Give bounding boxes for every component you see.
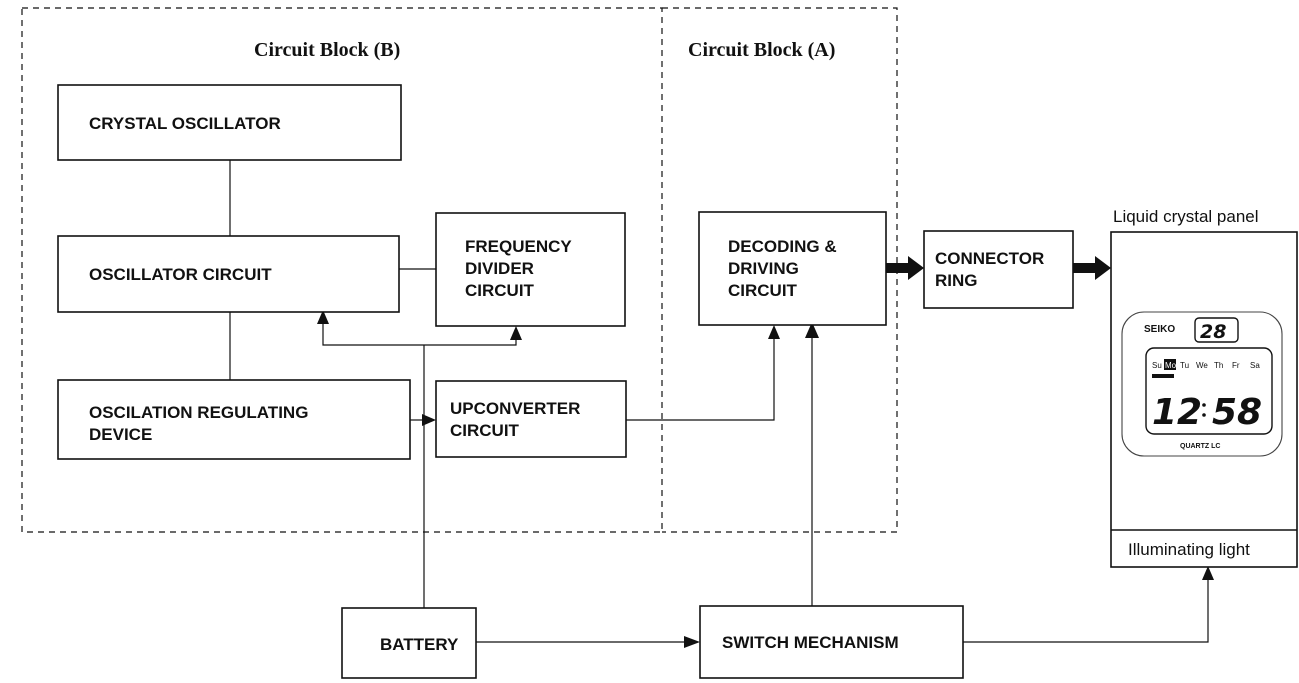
- watch-date: 28: [1200, 321, 1226, 343]
- circuit-block-a-title: Circuit Block (A): [688, 39, 835, 61]
- decoding-driving-label-1: DECODING &: [728, 237, 837, 256]
- watch-day-sa: Sa: [1250, 361, 1260, 370]
- watch-face: SEIKO 28 Su Mo Tu We Th Fr Sa 12 58 QUAR…: [1121, 311, 1283, 457]
- watch-day-we: We: [1196, 361, 1208, 370]
- lcd-panel-caption: Liquid crystal panel: [1113, 207, 1259, 226]
- watch-hours: 12: [1152, 392, 1202, 433]
- watch-day-fr: Fr: [1232, 361, 1240, 370]
- watch-day-mo: Mo: [1165, 361, 1177, 370]
- frequency-divider-box: FREQUENCY DIVIDER CIRCUIT: [435, 212, 626, 327]
- connector-ring-label-1: CONNECTOR: [935, 249, 1044, 268]
- regulating-device-box: OSCILATION REGULATING DEVICE: [57, 379, 411, 460]
- watch-days: Su Mo Tu We Th Fr Sa: [1152, 359, 1260, 370]
- battery-label: BATTERY: [380, 635, 459, 654]
- oscillator-circuit-label: OSCILLATOR CIRCUIT: [89, 265, 272, 284]
- arrowheads: [317, 256, 1214, 648]
- circuit-block-b-title: Circuit Block (B): [254, 39, 400, 61]
- watch-minutes: 58: [1212, 392, 1262, 433]
- decoding-driving-label-3: CIRCUIT: [728, 281, 798, 300]
- watch-brand: SEIKO: [1144, 324, 1175, 335]
- decoding-driving-box: DECODING & DRIVING CIRCUIT: [698, 211, 887, 326]
- oscillator-circuit-box: OSCILLATOR CIRCUIT: [57, 235, 400, 313]
- connector-ring-label-2: RING: [935, 271, 978, 290]
- watch-day-tu: Tu: [1180, 361, 1189, 370]
- upconverter-box: UPCONVERTER CIRCUIT: [435, 380, 627, 458]
- crystal-oscillator-box: CRYSTAL OSCILLATOR: [57, 84, 402, 161]
- switch-mechanism-box: SWITCH MECHANISM: [699, 605, 964, 679]
- switch-mechanism-label: SWITCH MECHANISM: [722, 633, 899, 652]
- upconverter-label-1: UPCONVERTER: [450, 399, 580, 418]
- regulating-device-label-1: OSCILATION REGULATING: [89, 403, 308, 422]
- decoding-driving-label-2: DRIVING: [728, 259, 799, 278]
- watch-day-th: Th: [1214, 361, 1223, 370]
- watch-day-su: Su: [1152, 361, 1162, 370]
- frequency-divider-label-2: DIVIDER: [465, 259, 534, 278]
- frequency-divider-label-1: FREQUENCY: [465, 237, 572, 256]
- crystal-oscillator-label: CRYSTAL OSCILLATOR: [89, 114, 281, 133]
- upconverter-label-2: CIRCUIT: [450, 421, 520, 440]
- battery-box: BATTERY: [341, 607, 477, 679]
- watch-model: QUARTZ LC: [1180, 443, 1220, 450]
- regulating-device-label-2: DEVICE: [89, 425, 152, 444]
- frequency-divider-label-3: CIRCUIT: [465, 281, 535, 300]
- connector-ring-box: CONNECTOR RING: [923, 230, 1074, 309]
- lcd-panel: Illuminating light SEIKO 28 Su Mo Tu We …: [1110, 231, 1298, 568]
- illuminating-light-label: Illuminating light: [1128, 540, 1250, 559]
